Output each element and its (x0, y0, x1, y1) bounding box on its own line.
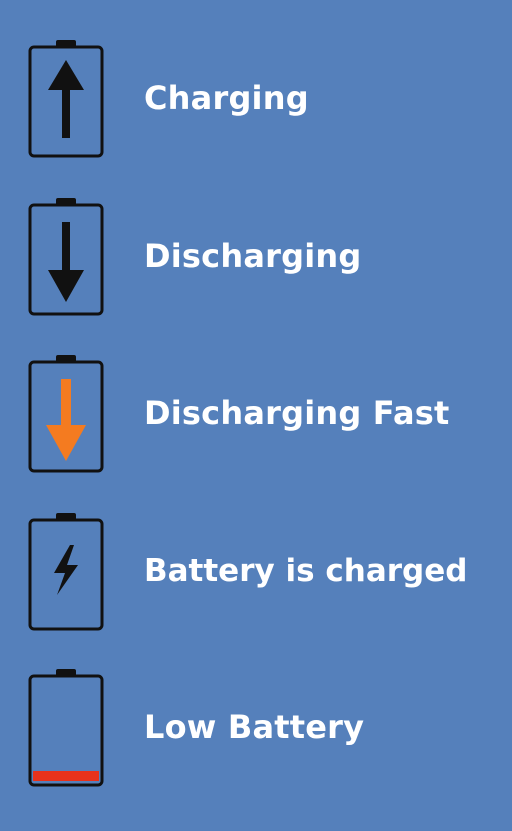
legend-label-discharging-fast: Discharging Fast (144, 394, 450, 432)
legend-item-charging: Charging (0, 38, 512, 162)
battery-low-icon (26, 667, 106, 791)
battery-discharging-fast-icon (26, 353, 106, 477)
battery-discharging-icon (26, 196, 106, 320)
battery-charged-icon (26, 511, 106, 635)
legend-label-battery-charged: Battery is charged (144, 553, 468, 589)
legend-item-discharging: Discharging (0, 196, 512, 320)
lightning-bolt-icon (54, 545, 78, 595)
legend-item-battery-charged: Battery is charged (0, 511, 512, 635)
legend-label-discharging: Discharging (144, 237, 362, 275)
battery-charging-icon (26, 38, 106, 162)
legend-label-charging: Charging (144, 79, 309, 117)
legend-label-low-battery: Low Battery (144, 708, 365, 746)
legend-item-low-battery: Low Battery (0, 667, 512, 791)
legend-item-discharging-fast: Discharging Fast (0, 353, 512, 477)
